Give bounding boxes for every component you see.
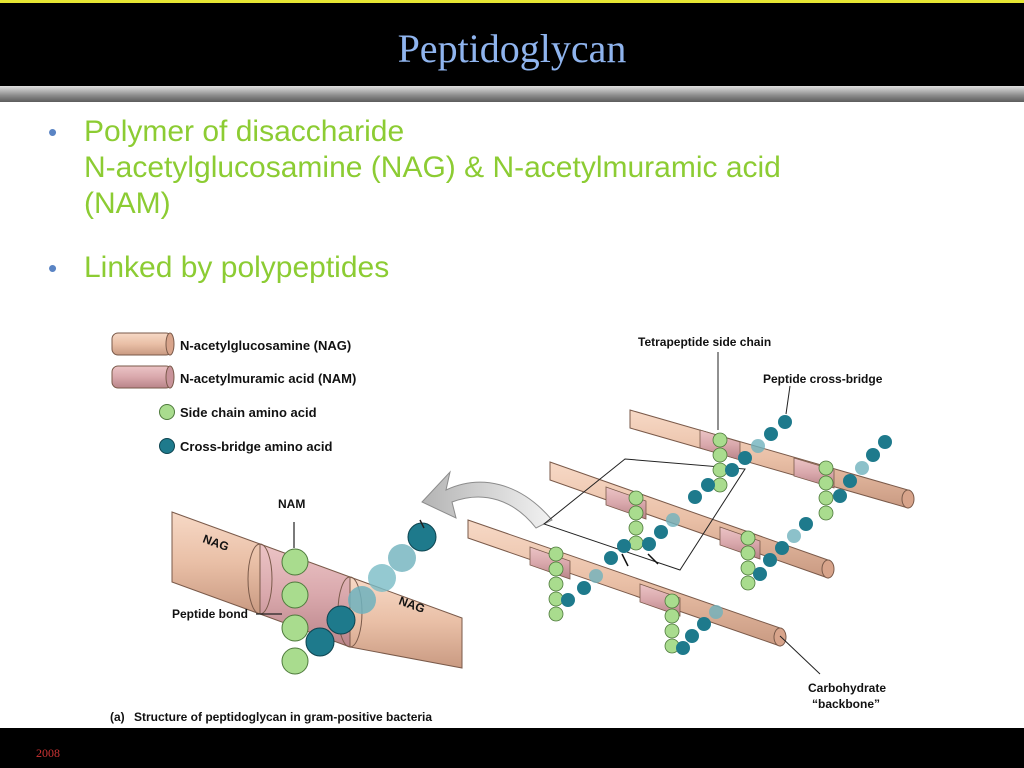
title-divider bbox=[0, 86, 1024, 102]
backbone-label-line2: “backbone” bbox=[812, 697, 880, 711]
legend-nag-symbol bbox=[111, 332, 175, 356]
backbone-middle bbox=[549, 461, 829, 579]
figure-caption-tag: (a) bbox=[110, 710, 125, 724]
bullet-item-polymer: • Polymer of disaccharide N-acetylglucos… bbox=[48, 114, 988, 224]
legend-cross-bridge-label: Cross-bridge amino acid bbox=[180, 439, 332, 454]
network-peptides bbox=[548, 415, 892, 655]
backbone-label-line1: Carbohydrate bbox=[808, 681, 886, 695]
backbone-top bbox=[629, 409, 909, 509]
legend-cross-bridge-icon bbox=[159, 438, 175, 454]
bullet-line: Linked by polypeptides bbox=[84, 251, 390, 284]
footer-year: 2008 bbox=[36, 746, 60, 760]
peptidoglycan-figure: N-acetylglucosamine (NAG) N-acetylmurami… bbox=[100, 322, 924, 728]
zoom-selection-box bbox=[542, 458, 746, 571]
bullet-line: N-acetylglucosamine (NAG) & N-acetylmura… bbox=[84, 151, 781, 184]
legend-nam-symbol bbox=[111, 365, 175, 389]
zoom-arrow-icon bbox=[421, 470, 553, 529]
cross-bridge-label: Peptide cross-bridge bbox=[763, 372, 883, 386]
bullet-line: (NAM) bbox=[84, 187, 171, 220]
title-bar: Peptidoglycan bbox=[0, 0, 1024, 86]
bullet-icon: • bbox=[48, 117, 58, 147]
peptidoglycan-diagram: N-acetylglucosamine (NAG) N-acetylmurami… bbox=[110, 332, 915, 724]
footer-bar: 2008 bbox=[0, 728, 1024, 768]
legend-side-chain-icon bbox=[159, 404, 175, 420]
legend-nam-label: N-acetylmuramic acid (NAM) bbox=[180, 371, 356, 386]
peptide-bond-label: Peptide bond bbox=[172, 607, 248, 621]
figure-caption: Structure of peptidoglycan in gram-posit… bbox=[134, 710, 432, 724]
network-strands bbox=[467, 409, 915, 647]
legend-nag-label: N-acetylglucosamine (NAG) bbox=[180, 338, 351, 353]
bullet-item-linked: • Linked by polypeptides bbox=[48, 250, 648, 290]
tetrapeptide-label: Tetrapeptide side chain bbox=[638, 335, 771, 349]
legend: N-acetylglucosamine (NAG) N-acetylmurami… bbox=[111, 332, 356, 454]
page-title: Peptidoglycan bbox=[397, 26, 627, 71]
nam-label: NAM bbox=[278, 497, 305, 511]
bullet-text: Polymer of disaccharide N-acetylglucosam… bbox=[84, 114, 781, 222]
closeup-peptide bbox=[281, 519, 437, 675]
legend-side-chain-label: Side chain amino acid bbox=[180, 405, 317, 420]
bullet-icon: • bbox=[48, 253, 58, 283]
closeup-nag-left bbox=[171, 511, 261, 615]
bullet-text: Linked by polypeptides bbox=[84, 250, 389, 286]
bullet-line: Polymer of disaccharide bbox=[84, 115, 405, 148]
